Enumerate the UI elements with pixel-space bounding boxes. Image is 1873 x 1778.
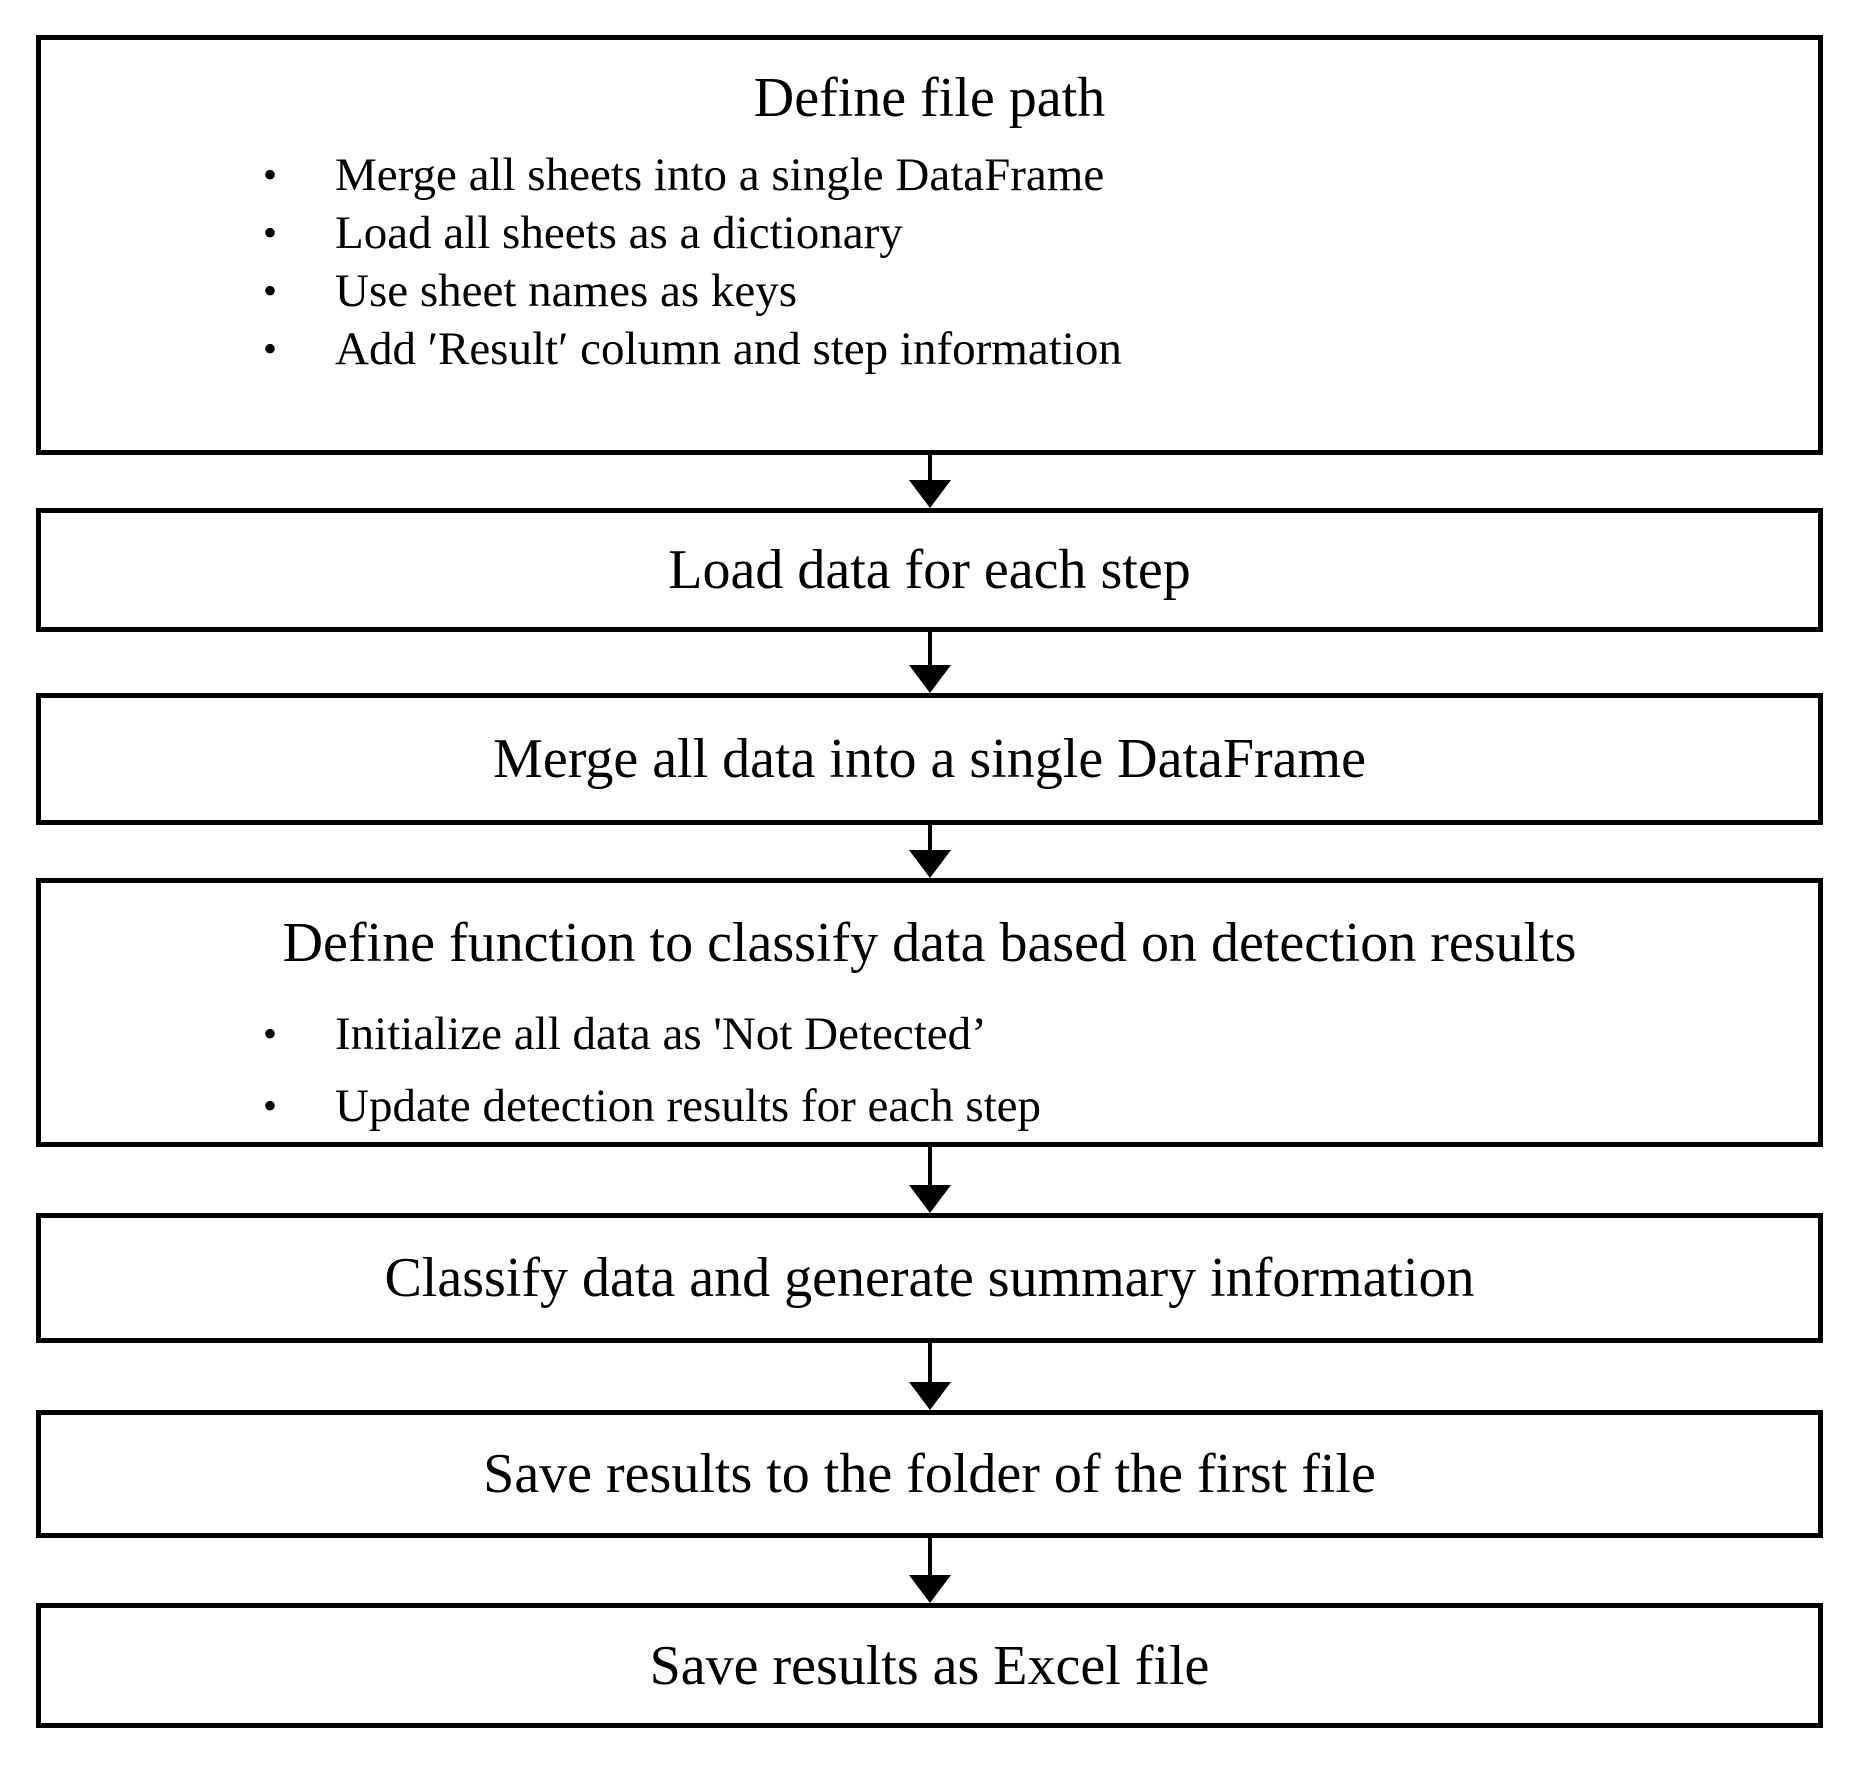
step-bullet-text: Use sheet names as keys: [335, 265, 798, 317]
step-bullet: • Use sheet names as keys: [263, 262, 1818, 320]
step-bullet-list: • Merge all sheets into a single DataFram…: [41, 146, 1818, 378]
flow-step-save-to-first-file-folder: Save results to the folder of the first …: [36, 1410, 1823, 1538]
step-bullet-list: • Initialize all data as 'Not Detected’ •…: [41, 1005, 1818, 1135]
flow-step-define-file-path: Define file path • Merge all sheets into …: [36, 35, 1823, 455]
arrow-head-icon: [908, 1185, 951, 1213]
arrow-head-icon: [908, 665, 951, 693]
flow-step-define-classify-function: Define function to classify data based o…: [36, 878, 1823, 1147]
step-title: Merge all data into a single DataFrame: [493, 728, 1366, 790]
flow-step-save-as-excel: Save results as Excel file: [36, 1603, 1823, 1728]
step-title: Save results as Excel file: [649, 1634, 1210, 1697]
step-bullet: • Load all sheets as a dictionary: [263, 204, 1818, 262]
step-bullet: • Update detection results for each step: [263, 1077, 1818, 1135]
step-title: Save results to the folder of the first …: [483, 1443, 1376, 1505]
arrow-stem: [927, 1147, 932, 1185]
flow-arrow-icon: [900, 1538, 960, 1603]
arrow-head-icon: [908, 1382, 951, 1410]
flow-step-load-data: Load data for each step: [36, 508, 1823, 632]
step-bullet-text: Merge all sheets into a single DataFrame: [335, 149, 1105, 201]
flowchart-diagram: Define file path • Merge all sheets into …: [36, 35, 1823, 1728]
bullet-dot-icon: •: [263, 210, 278, 255]
step-bullet: • Initialize all data as 'Not Detected’: [263, 1005, 1818, 1063]
step-title: Define file path: [753, 67, 1106, 129]
bullet-dot-icon: •: [263, 1011, 278, 1056]
step-title: Load data for each step: [668, 539, 1191, 601]
bullet-dot-icon: •: [263, 268, 278, 313]
arrow-head-icon: [908, 850, 951, 878]
arrow-stem: [927, 825, 932, 850]
flow-step-classify-and-summarize: Classify data and generate summary infor…: [36, 1213, 1823, 1343]
flow-arrow-icon: [900, 632, 960, 693]
flow-arrow-icon: [900, 1147, 960, 1213]
bullet-dot-icon: •: [263, 1083, 278, 1128]
arrow-stem: [927, 1538, 932, 1575]
step-bullet: • Merge all sheets into a single DataFram…: [263, 146, 1818, 204]
step-bullet-text: Add ′Result′ column and step information: [335, 323, 1122, 375]
step-bullet: • Add ′Result′ column and step informatio…: [263, 320, 1818, 378]
flow-arrow-icon: [900, 1343, 960, 1410]
flow-arrow-icon: [900, 455, 960, 508]
step-bullet-text: Load all sheets as a dictionary: [335, 207, 903, 259]
step-bullet-text: Initialize all data as 'Not Detected’: [335, 1008, 987, 1060]
arrow-stem: [927, 455, 932, 480]
step-bullet-text: Update detection results for each step: [335, 1080, 1042, 1132]
step-title: Define function to classify data based o…: [282, 912, 1577, 974]
bullet-dot-icon: •: [263, 152, 278, 197]
arrow-head-icon: [908, 1575, 951, 1603]
flow-arrow-icon: [900, 825, 960, 878]
arrow-stem: [927, 632, 932, 665]
flow-step-merge-data: Merge all data into a single DataFrame: [36, 693, 1823, 825]
arrow-head-icon: [908, 480, 951, 508]
step-title: Classify data and generate summary infor…: [384, 1247, 1475, 1309]
bullet-dot-icon: •: [263, 326, 278, 371]
arrow-stem: [927, 1343, 932, 1382]
